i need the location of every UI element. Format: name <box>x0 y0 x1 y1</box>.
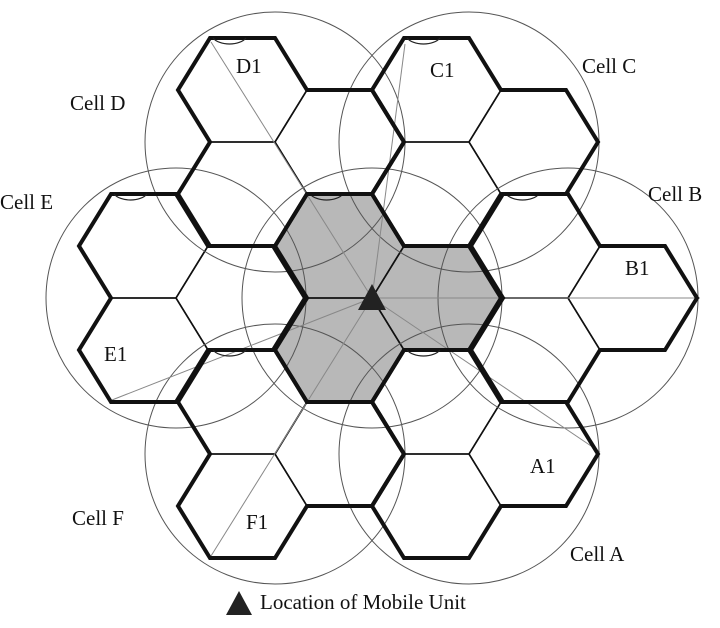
hex-sector-c-2 <box>468 89 599 195</box>
angle-marker-center <box>309 193 344 201</box>
angle-marker-e <box>113 193 148 201</box>
sector-e1-label: E1 <box>104 342 128 366</box>
angle-marker-f <box>212 349 247 357</box>
sector-c1-label: C1 <box>430 58 455 82</box>
angle-marker-c <box>406 37 441 45</box>
hex-sector-a-3 <box>371 453 502 559</box>
angle-marker-d <box>212 37 247 45</box>
cell-f-label: Cell F <box>72 506 124 530</box>
legend: Location of Mobile Unit <box>226 590 466 615</box>
sector-a1-label: A1 <box>530 454 556 478</box>
angle-marker-b <box>505 193 540 201</box>
legend-text: Location of Mobile Unit <box>260 590 466 614</box>
guide-line-1 <box>210 41 373 299</box>
cell-outline-d <box>175 36 407 248</box>
sector-d1-label: D1 <box>236 54 262 78</box>
cell-outline-b <box>468 192 700 404</box>
sector-b1-label: B1 <box>625 256 650 280</box>
cell-outline-e <box>76 192 308 404</box>
hex-sector-c-1 <box>371 37 502 143</box>
cell-e-label: Cell E <box>0 190 54 214</box>
guide-line-6 <box>210 297 373 557</box>
sector-f1-label: F1 <box>246 510 269 534</box>
cell-d-label: Cell D <box>70 91 126 115</box>
mobile-unit-triangle-icon <box>358 284 386 310</box>
triangle-icon <box>226 590 252 615</box>
angle-marker-a <box>406 349 441 357</box>
cell-a-label: Cell A <box>570 542 625 566</box>
cell-outline-f <box>175 348 407 560</box>
cell-c-label: Cell C <box>582 54 637 78</box>
cell-b-label: Cell B <box>648 182 703 206</box>
